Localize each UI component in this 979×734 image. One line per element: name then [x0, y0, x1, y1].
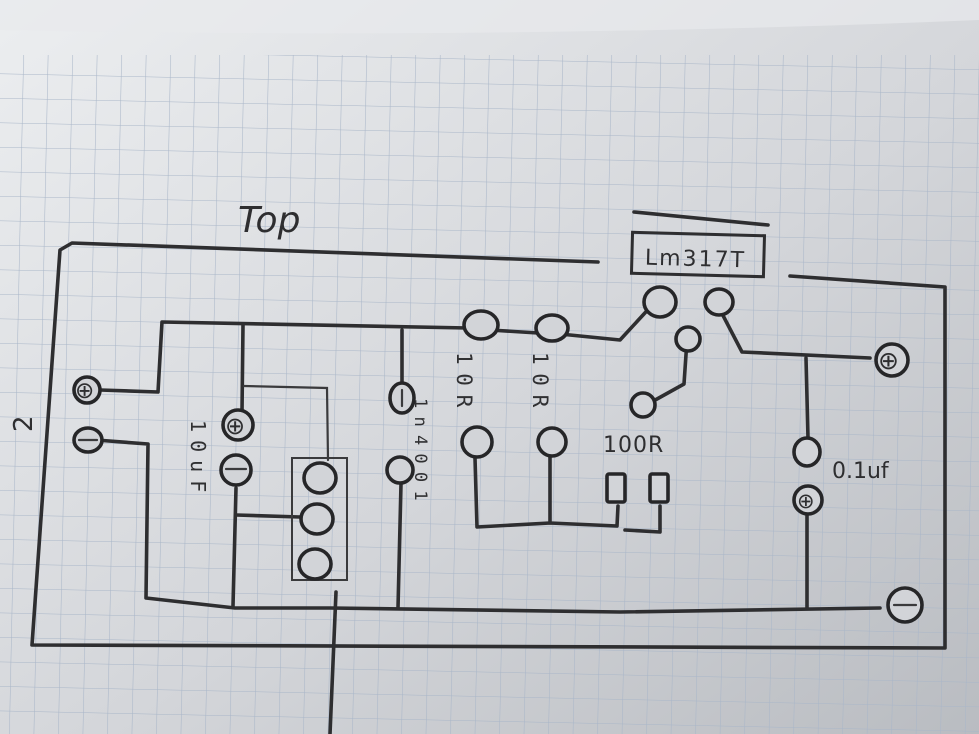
- regulator-pin-1-pad: [642, 285, 678, 319]
- input-number-label: 2: [9, 415, 39, 432]
- resistor-a-bottom-pad: [460, 425, 494, 459]
- reg-output-trace: [714, 300, 872, 440]
- diode-anode-pad: [385, 455, 415, 485]
- cap-left-plus-pad: [221, 408, 255, 442]
- board-outline: [30, 241, 947, 650]
- header-pad-1: [302, 461, 338, 495]
- resistor-100r-label: 100R: [603, 433, 664, 458]
- cap-left-value-label: 1 0 u F: [186, 420, 210, 491]
- resistor-100r-top-pad: [629, 391, 657, 419]
- cap-right-top-pad: [792, 436, 822, 468]
- header-pad-3: [297, 547, 333, 581]
- resistor-b-label: 1 0 R: [528, 352, 552, 408]
- exit-wire: [328, 590, 338, 734]
- regulator-adj-pad: [674, 325, 702, 353]
- regulator-pin-2-pad: [703, 287, 735, 317]
- resistor-b-bottom-pad: [536, 426, 568, 458]
- plus-terminal-icon: ⊕: [75, 378, 94, 404]
- input-minus-terminal: [72, 426, 104, 454]
- bottom-rail-trace: [94, 438, 882, 614]
- resistor-a-top-pad: [462, 309, 500, 341]
- regulator-label: Lm317T: [645, 246, 747, 274]
- solder-pad-icon: [72, 375, 102, 405]
- input-plus-terminal: ⊕: [72, 375, 102, 405]
- plus-terminal-icon: ⊕: [225, 412, 245, 440]
- output-plus-terminal: [874, 342, 910, 378]
- plus-terminal-icon: ⊕: [878, 346, 899, 375]
- notebook-edge-shadow: [0, 0, 979, 34]
- resistor-b-top-pad: [534, 313, 570, 343]
- trimmer-pad-right: [648, 472, 670, 504]
- resistor-a-label: 1 0 R: [452, 352, 476, 408]
- cap-left-to-header: [234, 513, 302, 519]
- header-pad-2: [299, 502, 335, 536]
- reg-adj-trace: [646, 338, 689, 406]
- regulator-topline: [632, 210, 770, 227]
- cap-right-value-label: 0.1uf: [832, 459, 890, 484]
- resistor-network-trace: [473, 455, 662, 534]
- cap-left-leg-bottom: [231, 486, 238, 608]
- graph-grid: [0, 55, 979, 734]
- diode-part-label: 1 n 4 0 0 1: [410, 398, 430, 500]
- board-title: Top: [238, 200, 300, 241]
- cap-right-bottom-pad: [792, 484, 824, 516]
- regulator-box: [629, 230, 767, 279]
- diode-leg-bottom: [396, 482, 403, 610]
- cap-left-leg-top: [240, 323, 245, 414]
- trimmer-pad-left: [605, 472, 627, 504]
- plus-terminal-icon: ⊕: [797, 489, 815, 513]
- header-wire: [242, 384, 330, 462]
